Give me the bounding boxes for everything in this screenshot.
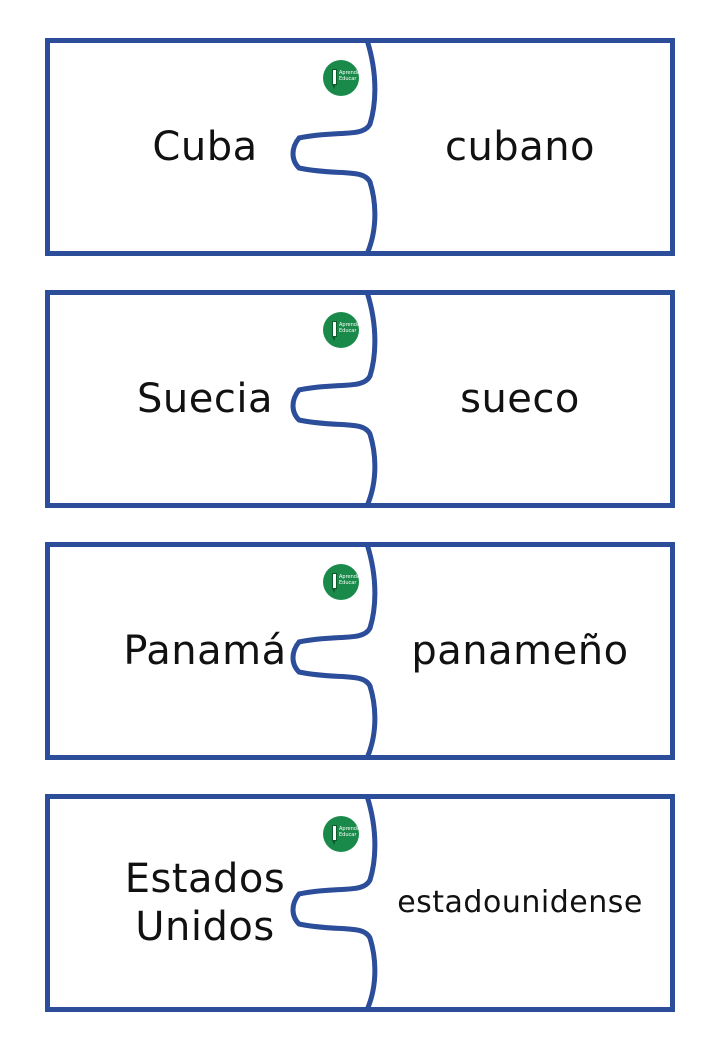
country-half[interactable]: Suecia [55, 290, 355, 508]
brand-logo: Aprende Educar [323, 564, 359, 600]
logo-text: Aprende Educar [339, 826, 359, 838]
logo-text: Aprende Educar [339, 322, 359, 334]
country-half[interactable]: Cuba [55, 38, 355, 256]
nationality-half[interactable]: cubano [375, 38, 665, 256]
country-name: Suecia [137, 376, 273, 422]
puzzle-cut-line [290, 543, 378, 759]
country-half[interactable]: Estados Unidos [55, 794, 355, 1012]
puzzle-cut-line [290, 39, 378, 255]
nationality-name: sueco [460, 376, 580, 422]
puzzle-card-frame [45, 542, 675, 760]
logo-text: Aprende Educar [339, 70, 359, 82]
puzzle-card[interactable]: Aprende Educar Suecia sueco [45, 290, 675, 508]
brand-logo: Aprende Educar [323, 60, 359, 96]
country-name: Cuba [152, 124, 258, 170]
puzzle-card[interactable]: Aprende Educar Panamá panameño [45, 542, 675, 760]
logo-text: Aprende Educar [339, 574, 359, 586]
nationality-name: panameño [411, 628, 629, 674]
country-name: Estados Unidos [124, 856, 286, 950]
nationality-name: estadounidense [397, 885, 643, 920]
pencil-icon [332, 69, 337, 89]
puzzle-card-frame [45, 38, 675, 256]
pencil-icon [332, 321, 337, 341]
puzzle-card-frame [45, 794, 675, 1012]
puzzle-card-frame [45, 290, 675, 508]
nationality-half[interactable]: sueco [375, 290, 665, 508]
puzzle-card[interactable]: Aprende Educar Estados Unidos estadounid… [45, 794, 675, 1012]
puzzle-card[interactable]: Aprende Educar Cuba cubano [45, 38, 675, 256]
puzzle-cut-line [290, 291, 378, 507]
country-name: Panamá [123, 628, 287, 674]
pencil-icon [332, 825, 337, 845]
country-half[interactable]: Panamá [55, 542, 355, 760]
brand-logo: Aprende Educar [323, 312, 359, 348]
nationality-half[interactable]: panameño [375, 542, 665, 760]
nationality-name: cubano [444, 124, 596, 170]
puzzle-cut-line [290, 795, 378, 1011]
brand-logo: Aprende Educar [323, 816, 359, 852]
pencil-icon [332, 573, 337, 593]
nationality-half[interactable]: estadounidense [375, 794, 665, 1012]
